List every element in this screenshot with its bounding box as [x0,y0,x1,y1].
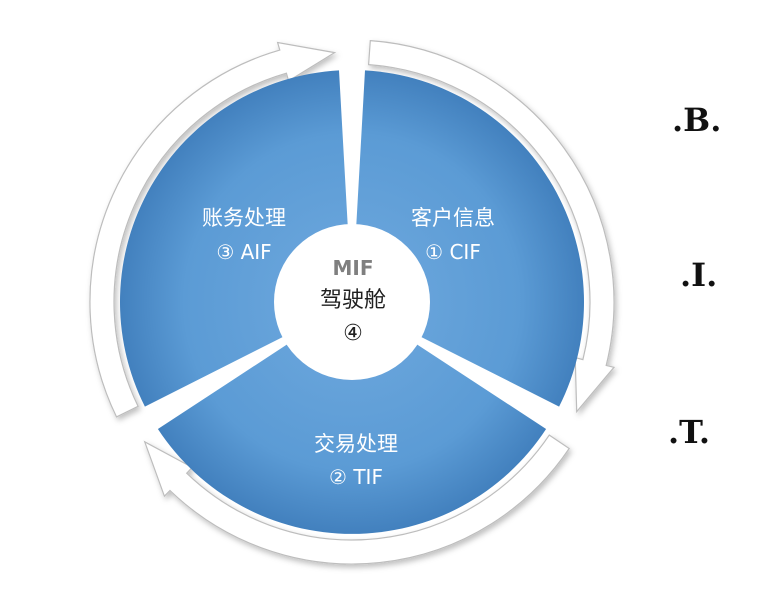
arrow-tif-to-aif [143,434,571,565]
transaction-code: ② TIF [329,465,383,489]
customer-info-label: 客户信息 [411,206,495,230]
letter-b: .B. [672,101,722,139]
arrow-cif-to-tif [367,39,616,414]
segment-customer-info [355,70,585,407]
customer-info-code: ① CIF [425,240,481,264]
accounting-label: 账务处理 [202,206,286,230]
center-number: ④ [343,321,363,346]
cycle-arrows [89,39,616,565]
center-hub [274,224,430,380]
transaction-label: 交易处理 [314,432,398,456]
letter-t: .T. [668,413,710,451]
center-subtitle: 驾驶舱 [320,288,386,313]
segment-transaction [157,340,547,534]
segment-group [119,70,585,534]
accounting-code: ③ AIF [216,240,271,264]
center-title: MIF [332,256,373,280]
letter-i: .I. [680,256,718,294]
segment-accounting [119,70,349,407]
arrow-aif-to-cif [89,41,337,418]
